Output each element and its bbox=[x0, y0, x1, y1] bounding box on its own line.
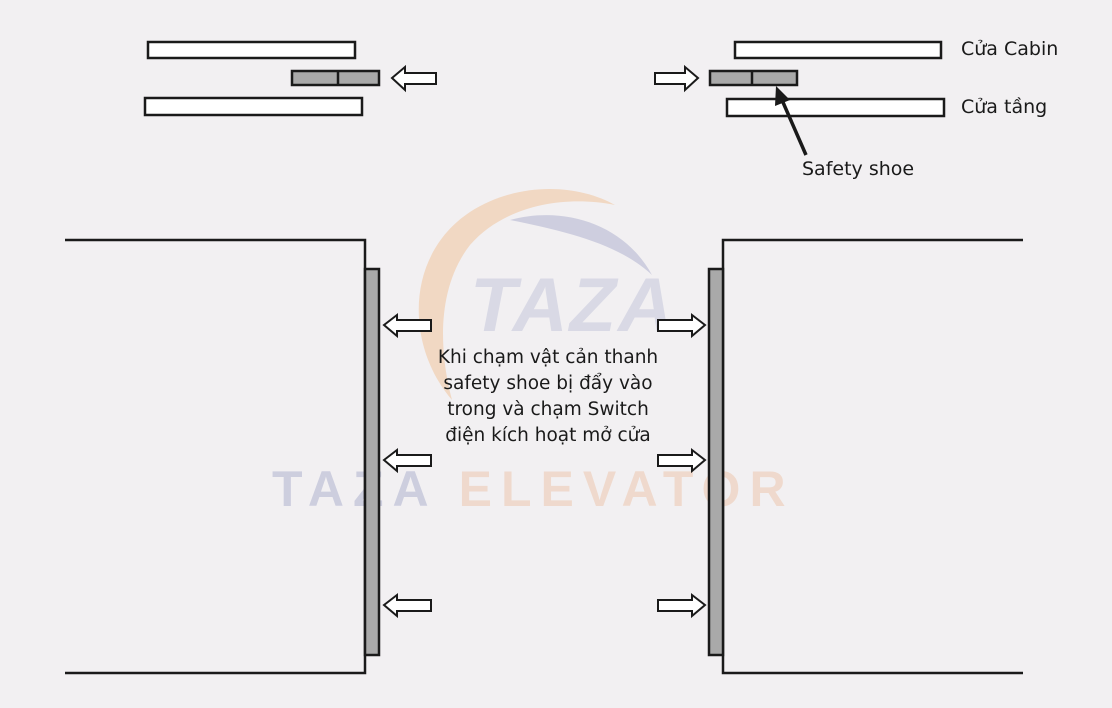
right-door-outline bbox=[721, 238, 1023, 675]
caption-line-1: Khi chạm vật cản thanh bbox=[437, 347, 659, 368]
watermark-logo-text: TAZA bbox=[470, 263, 675, 348]
safety-shoe-pointer-arrowhead bbox=[775, 86, 790, 106]
right-safety-shoe-strip bbox=[707, 267, 725, 657]
watermark-text: TAZA ELEVATOR bbox=[272, 460, 832, 518]
right-strip-arrow-2-icon bbox=[657, 447, 707, 474]
left-safety-shoe-bar bbox=[290, 69, 381, 87]
caption-line-4: điện kích hoạt mở cửa bbox=[445, 425, 651, 446]
left-landing-door-panel bbox=[143, 96, 364, 117]
top-left-door-section bbox=[143, 40, 437, 117]
watermark-word-elevator: ELEVATOR bbox=[458, 461, 795, 517]
right-landing-door-panel bbox=[725, 97, 946, 118]
watermark-swoosh-blue bbox=[510, 215, 652, 275]
left-strip-arrow-1-icon bbox=[382, 312, 432, 339]
right-safety-shoe-bar bbox=[708, 69, 799, 87]
caption-line-3: trong và chạm Switch bbox=[447, 399, 649, 420]
watermark-swoosh-orange bbox=[418, 188, 615, 400]
watermark-word-taza: TAZA bbox=[272, 461, 436, 517]
right-strip-arrow-3-icon bbox=[657, 592, 707, 619]
left-strip-arrow-3-icon bbox=[382, 592, 432, 619]
bottom-left-door bbox=[65, 238, 432, 675]
safety-shoe-label: Safety shoe bbox=[802, 158, 915, 180]
left-safety-shoe-strip bbox=[363, 267, 381, 657]
caption-line-2: safety shoe bị đẩy vào bbox=[443, 373, 653, 394]
safety-shoe-pointer-line bbox=[780, 99, 808, 156]
right-strip-arrow-1-icon bbox=[657, 312, 707, 339]
top-right-door-section bbox=[654, 40, 946, 156]
explanation-caption: Khi chạm vật cản thanh safety shoe bị đẩ… bbox=[410, 345, 686, 449]
right-cabin-door-panel bbox=[733, 40, 943, 60]
bottom-right-door bbox=[657, 238, 1023, 675]
left-strip-arrow-2-icon bbox=[382, 447, 432, 474]
left-door-outline bbox=[65, 238, 367, 675]
landing-door-label: Cửa tầng bbox=[961, 96, 1048, 118]
left-push-arrow-icon bbox=[390, 64, 437, 93]
right-push-arrow-icon bbox=[654, 64, 700, 93]
cabin-door-label: Cửa Cabin bbox=[961, 38, 1059, 60]
left-cabin-door-panel bbox=[146, 40, 357, 60]
